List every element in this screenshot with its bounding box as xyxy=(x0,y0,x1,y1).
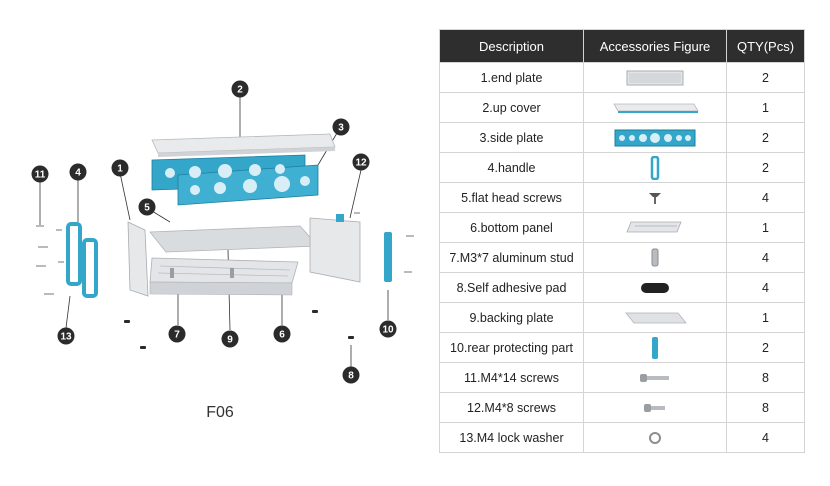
part-description: 13.M4 lock washer xyxy=(439,422,584,453)
part-description: 8.Self adhesive pad xyxy=(439,272,584,303)
callout-number: 10 xyxy=(382,325,394,336)
callout-1: 1 xyxy=(111,159,129,177)
callout-number: 5 xyxy=(144,203,150,214)
side-plate-part xyxy=(151,154,319,206)
callout-number: 11 xyxy=(35,170,46,181)
table-row: 6.bottom panel 1 xyxy=(439,212,805,243)
callout-number: 2 xyxy=(237,85,243,96)
part-quantity: 2 xyxy=(726,62,805,93)
screw-parts xyxy=(36,212,414,295)
callout-6: 6 xyxy=(273,325,291,343)
callout-12: 12 xyxy=(352,153,370,171)
part-quantity: 1 xyxy=(726,302,805,333)
up-cover-icon xyxy=(583,92,727,123)
leader-lines xyxy=(39,96,389,368)
table-row: 8.Self adhesive pad 4 xyxy=(439,272,805,303)
flat-head-screw-icon xyxy=(583,182,727,213)
part-quantity: 8 xyxy=(726,392,805,423)
table-row: 12.M4*8 screws 8 xyxy=(439,392,805,423)
part-description: 11.M4*14 screws xyxy=(439,362,584,393)
adhesive-pad-parts xyxy=(124,310,354,349)
part-quantity: 8 xyxy=(726,362,805,393)
handle-icon xyxy=(583,152,727,183)
callout-number: 7 xyxy=(174,330,180,341)
callout-number: 4 xyxy=(75,168,81,179)
bottom-panel-part xyxy=(149,257,299,296)
part-quantity: 4 xyxy=(726,182,805,213)
callout-7: 7 xyxy=(168,325,186,343)
table-row: 5.flat head screws 4 xyxy=(439,182,805,213)
part-description: 9.backing plate xyxy=(439,302,584,333)
header-qty: QTY(Pcs) xyxy=(726,29,805,63)
part-quantity: 4 xyxy=(726,422,805,453)
part-quantity: 4 xyxy=(726,242,805,273)
table-row: 7.M3*7 aluminum stud 4 xyxy=(439,242,805,273)
up-cover-part xyxy=(151,133,336,157)
part-description: 5.flat head screws xyxy=(439,182,584,213)
backing-plate-part xyxy=(149,225,319,253)
figure-caption: F06 xyxy=(206,404,234,421)
end-plate-part xyxy=(127,214,361,297)
part-description: 4.handle xyxy=(439,152,584,183)
table-row: 9.backing plate 1 xyxy=(439,302,805,333)
part-quantity: 4 xyxy=(726,272,805,303)
callout-5: 5 xyxy=(138,198,156,216)
table-row: 10.rear protecting part 2 xyxy=(439,332,805,363)
adhesive-pad-icon xyxy=(583,272,727,303)
callout-number: 1 xyxy=(117,164,123,175)
part-description: 7.M3*7 aluminum stud xyxy=(439,242,584,273)
table-row: 2.up cover 1 xyxy=(439,92,805,123)
header-accessories-figure: Accessories Figure xyxy=(583,29,727,63)
part-quantity: 1 xyxy=(726,212,805,243)
part-description: 3.side plate xyxy=(439,122,584,153)
table-row: 13.M4 lock washer 4 xyxy=(439,422,805,453)
callout-number: 13 xyxy=(60,332,72,343)
header-description: Description xyxy=(439,29,584,63)
callout-13: 13 xyxy=(57,327,75,345)
callout-number: 8 xyxy=(348,371,354,382)
part-quantity: 2 xyxy=(726,152,805,183)
accessories-table: Description Accessories Figure QTY(Pcs) … xyxy=(439,29,805,453)
part-quantity: 2 xyxy=(726,122,805,153)
rear-protecting-part-icon xyxy=(583,332,727,363)
rear-protecting-part xyxy=(384,232,392,282)
aluminum-stud-icon xyxy=(583,242,727,273)
table-row: 4.handle 2 xyxy=(439,152,805,183)
callout-number: 12 xyxy=(355,158,367,169)
part-description: 2.up cover xyxy=(439,92,584,123)
m4x14-screw-icon xyxy=(583,362,727,393)
callout-number: 6 xyxy=(279,330,285,341)
part-description: 1.end plate xyxy=(439,62,584,93)
callout-8: 8 xyxy=(342,366,360,384)
part-description: 6.bottom panel xyxy=(439,212,584,243)
side-plate-icon xyxy=(583,122,727,153)
table-row: 1.end plate 2 xyxy=(439,62,805,93)
table-header-row: Description Accessories Figure QTY(Pcs) xyxy=(439,29,805,63)
m4x8-screw-icon xyxy=(583,392,727,423)
table-row: 3.side plate 2 xyxy=(439,122,805,153)
bottom-panel-icon xyxy=(583,212,727,243)
callout-2: 2 xyxy=(231,80,249,98)
part-quantity: 2 xyxy=(726,332,805,363)
backing-plate-icon xyxy=(583,302,727,333)
lock-washer-icon xyxy=(583,422,727,453)
callout-9: 9 xyxy=(221,330,239,348)
end-plate-icon xyxy=(583,62,727,93)
handle-part xyxy=(66,222,98,298)
callout-3: 3 xyxy=(332,118,350,136)
callout-11: 11 xyxy=(31,165,49,183)
callout-number: 9 xyxy=(227,335,233,346)
callout-number: 3 xyxy=(338,123,344,134)
callout-4: 4 xyxy=(69,163,87,181)
callout-10: 10 xyxy=(379,320,397,338)
part-quantity: 1 xyxy=(726,92,805,123)
part-description: 10.rear protecting part xyxy=(439,332,584,363)
part-description: 12.M4*8 screws xyxy=(439,392,584,423)
table-row: 11.M4*14 screws 8 xyxy=(439,362,805,393)
